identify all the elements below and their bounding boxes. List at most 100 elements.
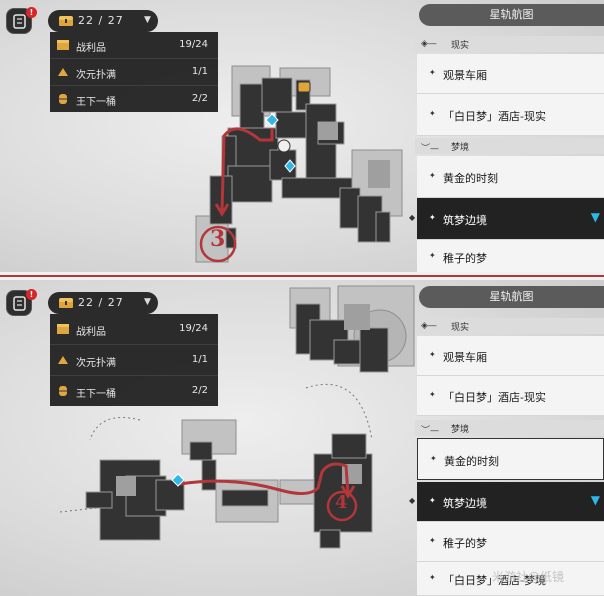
chest-value: 19/24 [179, 39, 208, 50]
bullet-icon: ✦ [429, 171, 436, 180]
nav-item-observation-car[interactable]: ✦ 观景车厢 [417, 54, 604, 94]
section-dreamscape: ︶— 梦境 [415, 138, 604, 154]
chest-value: 2/2 [191, 93, 208, 104]
nav-item-observation-car[interactable]: ✦ 观景车厢 [417, 336, 604, 376]
nav-item-dream-edge[interactable]: ◆ ✦ 筑梦边境 ▼ [409, 198, 604, 240]
nav-item-childs-dream[interactable]: ✦ 稚子的梦 [417, 522, 604, 562]
map-canvas-bottom[interactable]: 4 [0, 280, 604, 596]
chest-name: 次元扑满 [76, 358, 116, 369]
nav-item-label: 黄金的时刻 [444, 455, 499, 468]
bullet-icon: ✦ [429, 68, 436, 77]
dimension-piggybank-icon [58, 68, 68, 76]
chest-name: 战利品 [76, 43, 106, 54]
bullet-icon: ✦ [429, 350, 436, 359]
chest-counter-dropdown[interactable]: 22 / 27 ▼ [48, 292, 158, 314]
chest-icon [59, 16, 73, 26]
section-label: 现实 [451, 41, 470, 51]
section-label: 梦境 [451, 425, 470, 435]
location-pin-icon: ◆ [409, 496, 416, 505]
bullet-icon: ✦ [429, 213, 436, 222]
notification-badge: ! [26, 289, 37, 300]
chest-row: 王下一桶 2/2 [50, 376, 218, 406]
nav-item-label: 稚子的梦 [443, 537, 487, 550]
nav-item-golden-hour[interactable]: ✦ 黄金的时刻 [417, 438, 604, 480]
nav-header[interactable]: 星轨航图 [419, 286, 604, 308]
nav-header[interactable]: 星轨航图 [419, 4, 604, 26]
treasure-chest-icon [57, 324, 69, 334]
section-label: 梦境 [451, 143, 470, 153]
chest-value: 1/1 [191, 66, 208, 77]
nav-item-hotel-reality[interactable]: ✦ 「白日梦」酒店-现实 [417, 94, 604, 136]
star-rail-map-nav: 星轨航图 ◈— 现实 ✦ 观景车厢 ✦ 「白日梦」酒店-现实 ︶— 梦境 ✦ 黄… [409, 0, 604, 272]
nav-item-label: 「白日梦」酒店-现实 [443, 391, 546, 404]
chest-name: 王下一桶 [76, 389, 116, 400]
star-rail-map-nav: 星轨航图 ◈— 现实 ✦ 观景车厢 ✦ 「白日梦」酒店-现实 ︶— 梦境 ✦ 黄… [409, 280, 604, 596]
map-canvas-top[interactable]: 3 [0, 0, 604, 272]
chest-icon [59, 298, 73, 308]
map-drawing-top [195, 65, 403, 263]
quest-log-button[interactable] [6, 8, 32, 34]
dream-icon: ︶— [421, 144, 440, 154]
chest-row: 王下一桶 2/2 [50, 86, 218, 112]
map-drawing-bottom [59, 285, 415, 549]
chest-value: 1/1 [191, 354, 208, 365]
nav-item-golden-hour[interactable]: ✦ 黄金的时刻 [417, 156, 604, 198]
bullet-icon: ✦ [429, 496, 436, 505]
barrel-icon [59, 386, 67, 396]
chest-counter-value: 22 / 27 [78, 296, 124, 309]
current-location-icon: ▼ [590, 210, 600, 224]
section-dreamscape: ︶— 梦境 [415, 420, 604, 436]
chest-name: 次元扑满 [76, 70, 116, 81]
nav-item-label: 稚子的梦 [443, 252, 487, 265]
bullet-icon: ✦ [429, 390, 436, 399]
map-panel-bottom: 4 ! 22 / 27 ▼ 战利品 19/24 次元扑满 1/1 [0, 280, 604, 596]
bullet-icon: ✦ [430, 454, 437, 463]
bullet-icon: ✦ [429, 251, 436, 260]
chest-value: 19/24 [179, 323, 208, 334]
chest-value: 2/2 [191, 385, 208, 396]
eye-icon: ◈— [421, 39, 437, 49]
nav-item-label: 筑梦边境 [443, 497, 487, 510]
route-step-number: 4 [335, 492, 348, 513]
section-label: 现实 [451, 323, 470, 333]
nav-item-label: 观景车厢 [443, 69, 487, 82]
chest-name: 战利品 [76, 327, 106, 338]
document-icon [13, 14, 26, 29]
chest-breakdown-list: 战利品 19/24 次元扑满 1/1 王下一桶 2/2 [50, 32, 218, 112]
chest-counter-value: 22 / 27 [78, 14, 124, 27]
chest-breakdown-list: 战利品 19/24 次元扑满 1/1 王下一桶 2/2 [50, 314, 218, 406]
treasure-chest-icon [57, 40, 69, 50]
nav-item-label: 观景车厢 [443, 351, 487, 364]
bullet-icon: ✦ [429, 536, 436, 545]
chest-name: 王下一桶 [76, 97, 116, 108]
map-panel-top: 3 ! 22 / 27 ▼ 战利品 19/24 次元扑满 1/1 [0, 0, 604, 272]
section-reality: ◈— 现实 [415, 318, 604, 334]
nav-item-childs-dream[interactable]: ✦ 稚子的梦 [417, 240, 604, 272]
notification-badge: ! [26, 7, 37, 18]
nav-item-label: 「白日梦」酒店-梦境 [443, 574, 546, 587]
nav-item-label: 黄金的时刻 [443, 172, 498, 185]
location-pin-icon: ◆ [409, 213, 416, 222]
chest-counter-dropdown[interactable]: 22 / 27 ▼ [48, 10, 158, 32]
chest-row: 次元扑满 1/1 [50, 59, 218, 86]
watermark: 米游社@纸镜 [492, 570, 565, 584]
section-reality: ◈— 现实 [415, 36, 604, 52]
nav-item-hotel-dreamscape[interactable]: ✦ 「白日梦」酒店-梦境 [417, 562, 604, 596]
chest-row: 战利品 19/24 [50, 314, 218, 345]
chevron-down-icon: ▼ [144, 297, 151, 307]
nav-item-label: 「白日梦」酒店-现实 [443, 110, 546, 123]
route-step-number: 3 [210, 226, 226, 252]
bullet-icon: ✦ [429, 109, 436, 118]
current-location-icon: ▼ [590, 493, 600, 507]
bullet-icon: ✦ [429, 573, 436, 582]
chevron-down-icon: ▼ [144, 15, 151, 25]
nav-item-dream-edge[interactable]: ◆ ✦ 筑梦边境 ▼ [409, 482, 604, 522]
chest-row: 次元扑满 1/1 [50, 345, 218, 376]
document-icon [13, 296, 26, 311]
chest-row: 战利品 19/24 [50, 32, 218, 59]
barrel-icon [59, 94, 67, 104]
eye-icon: ◈— [421, 321, 437, 331]
nav-item-label: 筑梦边境 [443, 214, 487, 227]
nav-item-hotel-reality[interactable]: ✦ 「白日梦」酒店-现实 [417, 376, 604, 416]
dimension-piggybank-icon [58, 356, 68, 364]
